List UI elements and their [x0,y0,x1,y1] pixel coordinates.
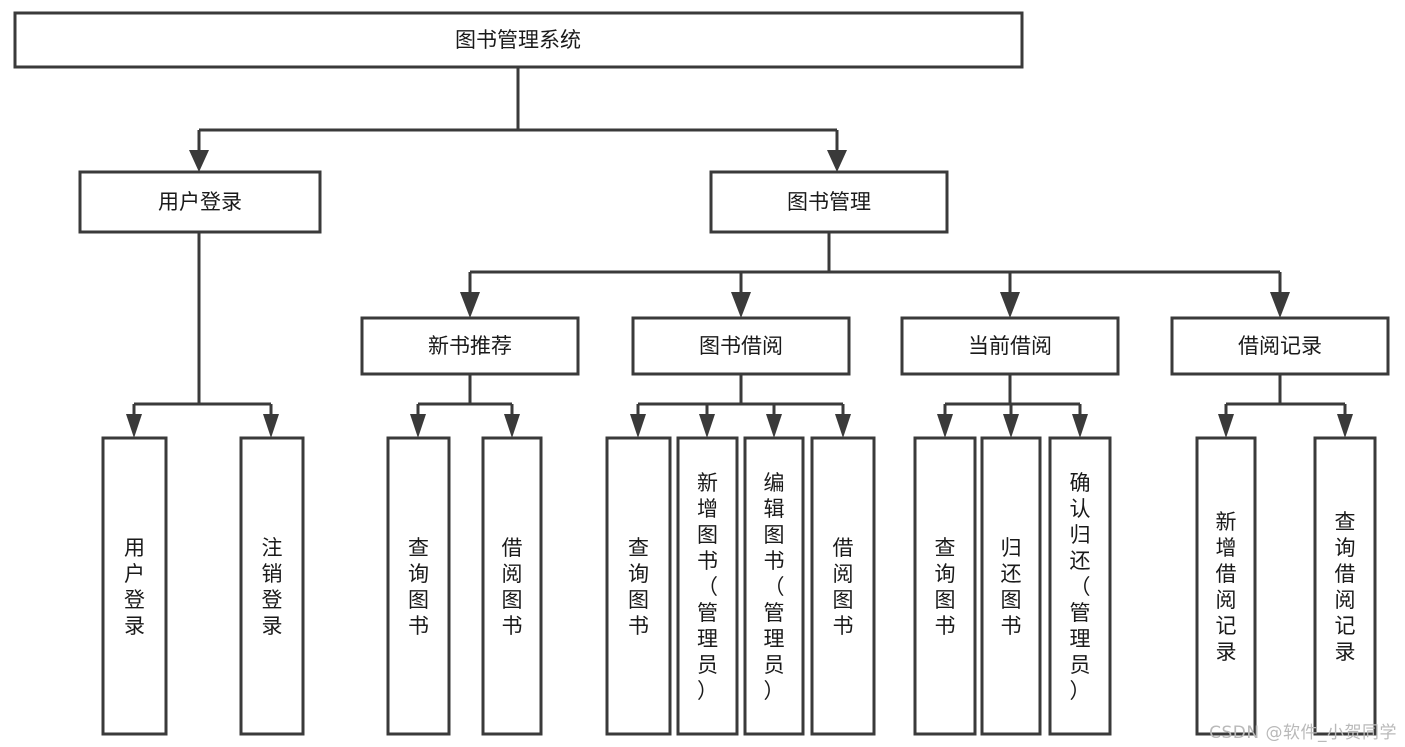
node-leaf-confirm-return-label: 确认归还（管理员） [1070,471,1091,703]
node-leaf-borrow-book-rec-box[interactable] [481,436,543,736]
node-leaf-add-book-label: 新增图书（管理员） [697,471,718,703]
node-root-label: 图书管理系统 [455,28,581,52]
node-leaf-return-book-label: 归还图书 [1001,536,1022,638]
node-leaf-add-borrow-record[interactable]: 新增借阅记录 [1195,436,1257,736]
node-borrow-record-box[interactable] [1170,316,1390,376]
node-book-management-label: 图书管理 [787,190,871,214]
node-leaf-logout[interactable]: 注销登录 [239,436,305,736]
node-leaf-borrow-book-box[interactable] [810,436,876,736]
node-leaf-query-book-borrow-box[interactable] [605,436,672,736]
connector-root-to-level2 [197,67,839,154]
node-borrow-record[interactable]: 借阅记录 [1170,316,1390,376]
leaf-node-layer: 用户登录 注销登录 查询图书 借阅图书 查询图书 新增图书（管理员） 编辑图书（管理员） 借阅… [101,436,1377,736]
node-new-book-recommend-box[interactable] [360,316,580,376]
node-leaf-query-book-rec-label: 查询图书 [408,536,429,638]
arrow-to-leaf-query-borrow-record [1337,414,1353,438]
node-borrow-record-label: 借阅记录 [1238,334,1322,358]
connector-currentborrow-to-leaves [943,374,1082,418]
node-user-login[interactable]: 用户登录 [78,170,322,234]
arrow-to-book-borrow [731,292,751,318]
arrow-to-leaf-edit-book [766,414,782,438]
connector-bookborrow-to-leaves [636,374,845,418]
node-leaf-confirm-return-box[interactable] [1048,436,1112,736]
node-leaf-query-borrow-record-box[interactable] [1313,436,1377,736]
node-leaf-query-book-borrow[interactable]: 查询图书 [605,436,672,736]
node-leaf-edit-book-label: 编辑图书（管理员） [764,471,785,703]
node-leaf-user-login-box[interactable] [101,436,168,736]
connector-layer [126,67,1353,438]
arrow-to-leaf-borrow-book-rec [504,414,520,438]
node-user-login-box[interactable] [78,170,322,234]
node-current-borrow-box[interactable] [900,316,1120,376]
node-leaf-user-login-label: 用户登录 [124,536,145,638]
arrow-root-to-book-management [827,150,847,172]
arrow-to-leaf-query-book-current [937,414,953,438]
arrow-to-current-borrow [1000,292,1020,318]
arrow-to-leaf-query-book-rec [410,414,426,438]
node-leaf-add-borrow-record-box[interactable] [1195,436,1257,736]
node-root[interactable]: 图书管理系统 [13,11,1024,69]
connector-borrowrecord-to-leaves [1224,374,1347,418]
node-user-login-label: 用户登录 [158,190,242,214]
node-new-book-recommend[interactable]: 新书推荐 [360,316,580,376]
node-leaf-edit-book[interactable]: 编辑图书（管理员） [743,436,805,736]
node-leaf-logout-label: 注销登录 [262,536,283,638]
arrow-to-leaf-confirm-return [1072,414,1088,438]
node-current-borrow-label: 当前借阅 [968,334,1052,358]
arrow-to-leaf-user-login [126,414,142,438]
node-leaf-confirm-return[interactable]: 确认归还（管理员） [1048,436,1112,736]
connector-userlogin-to-leaves [132,232,273,418]
node-current-borrow[interactable]: 当前借阅 [900,316,1120,376]
node-leaf-edit-book-box[interactable] [743,436,805,736]
node-leaf-add-book[interactable]: 新增图书（管理员） [676,436,739,736]
node-leaf-logout-box[interactable] [239,436,305,736]
node-leaf-add-borrow-record-label: 新增借阅记录 [1216,510,1237,664]
node-book-borrow-label: 图书借阅 [699,334,783,358]
connector-bookmgmt-to-level3 [468,232,1282,296]
node-root-box[interactable] [13,11,1024,69]
node-leaf-return-book-box[interactable] [980,436,1042,736]
node-book-management[interactable]: 图书管理 [709,170,949,234]
arrow-to-leaf-return-book [1003,414,1019,438]
arrow-to-leaf-query-book-borrow [630,414,646,438]
arrow-to-new-book-recommend [460,292,480,318]
node-book-borrow-box[interactable] [631,316,851,376]
node-book-management-box[interactable] [709,170,949,234]
node-leaf-borrow-book-label: 借阅图书 [833,536,854,638]
arrow-root-to-user-login [189,150,209,172]
arrow-to-borrow-record [1270,292,1290,318]
arrow-to-leaf-borrow-book [835,414,851,438]
node-book-borrow[interactable]: 图书借阅 [631,316,851,376]
node-leaf-query-book-rec[interactable]: 查询图书 [386,436,451,736]
node-leaf-query-book-current-box[interactable] [913,436,977,736]
node-leaf-query-book-current[interactable]: 查询图书 [913,436,977,736]
node-leaf-query-book-current-label: 查询图书 [935,536,956,638]
arrow-to-leaf-add-borrow-record [1218,414,1234,438]
connector-newbook-to-leaves [416,374,514,418]
arrow-to-leaf-add-book [699,414,715,438]
node-leaf-borrow-book-rec-label: 借阅图书 [502,536,523,638]
node-leaf-borrow-book[interactable]: 借阅图书 [810,436,876,736]
node-leaf-borrow-book-rec[interactable]: 借阅图书 [481,436,543,736]
node-leaf-query-book-rec-box[interactable] [386,436,451,736]
node-leaf-user-login[interactable]: 用户登录 [101,436,168,736]
node-leaf-query-borrow-record[interactable]: 查询借阅记录 [1313,436,1377,736]
node-leaf-return-book[interactable]: 归还图书 [980,436,1042,736]
node-leaf-query-book-borrow-label: 查询图书 [628,536,649,638]
node-leaf-add-book-box[interactable] [676,436,739,736]
node-new-book-recommend-label: 新书推荐 [428,334,512,358]
arrow-to-leaf-logout [263,414,279,438]
node-leaf-query-borrow-record-label: 查询借阅记录 [1335,510,1356,664]
